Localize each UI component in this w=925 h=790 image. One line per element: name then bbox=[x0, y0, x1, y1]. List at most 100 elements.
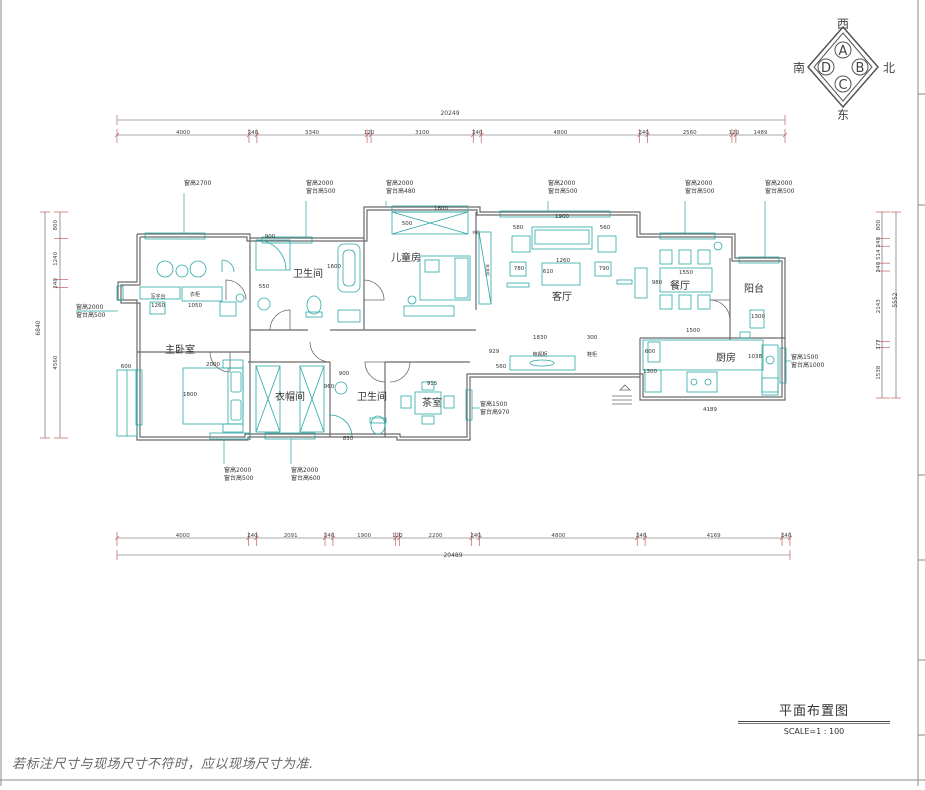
dimension-label: 120 bbox=[364, 130, 375, 136]
svg-text:4189: 4189 bbox=[703, 407, 717, 413]
dimension-label: 2200 bbox=[428, 533, 442, 539]
window-note-line: 窗高2000 bbox=[548, 179, 575, 187]
dimension-label: 240 bbox=[324, 533, 335, 539]
inner-dimensions: 1800 1900 580 560 1260 780 790 610 1550 … bbox=[121, 206, 766, 442]
dimension-label: 240 bbox=[638, 130, 649, 136]
compass-letter-d-circle bbox=[817, 58, 835, 76]
window-note-line: 窗高2000 bbox=[76, 303, 103, 311]
room-label-tea: 茶室 bbox=[422, 396, 442, 409]
compass-south: 南 bbox=[793, 60, 805, 75]
dimension-label: 240 bbox=[472, 130, 483, 136]
dimension-label: 1900 bbox=[357, 533, 371, 539]
title-underline-thin bbox=[738, 723, 890, 724]
dimension-label: 4000 bbox=[176, 130, 190, 136]
svg-text:850: 850 bbox=[343, 436, 354, 442]
compass-letter-a-circle bbox=[834, 41, 852, 59]
dimension-label: 120 bbox=[392, 533, 403, 539]
window-note-line: 窗高2000 bbox=[386, 179, 413, 187]
dimension-label: 1240 bbox=[53, 251, 59, 265]
svg-text:560: 560 bbox=[496, 364, 507, 370]
svg-text:929: 929 bbox=[489, 349, 500, 355]
svg-text:550: 550 bbox=[259, 284, 270, 290]
window-note-line: 窗台高500 bbox=[76, 311, 106, 319]
dimension-label: 4560 bbox=[53, 355, 59, 369]
top-overall-dim: 20249 bbox=[440, 110, 459, 117]
dimension-label: 2143 bbox=[876, 299, 882, 313]
dimension-label: 4800 bbox=[553, 130, 567, 136]
compass-letter-c: C bbox=[838, 78, 847, 93]
room-label-living: 客厅 bbox=[552, 290, 572, 303]
svg-text:780: 780 bbox=[514, 266, 525, 272]
window-note-line: 窗高2000 bbox=[224, 466, 251, 474]
windows bbox=[116, 205, 787, 440]
compass-letter-a: A bbox=[839, 44, 848, 59]
dimension-label: 4169 bbox=[707, 533, 721, 539]
dimension-label: 514 bbox=[876, 249, 882, 260]
room-label-master: 主卧室 bbox=[165, 343, 195, 356]
compass-north: 北 bbox=[883, 61, 895, 75]
dimension-label: 4800 bbox=[551, 533, 565, 539]
dimension-label: 3340 bbox=[305, 130, 319, 136]
svg-text:300: 300 bbox=[587, 335, 598, 341]
title-underline bbox=[738, 721, 890, 722]
window-note-line: 窗高2700 bbox=[184, 179, 211, 187]
window-note-line: 窗台高970 bbox=[480, 408, 510, 416]
svg-text:1900: 1900 bbox=[555, 214, 569, 220]
compass-west: 西 bbox=[837, 17, 849, 31]
compass-letter-b: B bbox=[856, 61, 865, 76]
dimension-label: 240 bbox=[247, 533, 258, 539]
dimension-label: 800 bbox=[876, 219, 882, 230]
svg-text:500: 500 bbox=[402, 221, 413, 227]
furniture bbox=[116, 211, 779, 438]
dimension-label: 2560 bbox=[683, 130, 697, 136]
dimension-label: 240 bbox=[876, 261, 882, 272]
dimension-label: 240 bbox=[876, 237, 882, 248]
svg-text:1300: 1300 bbox=[751, 314, 765, 320]
compass: A B C D 西 东 南 北 bbox=[793, 17, 895, 122]
window-note-line: 窗台高500 bbox=[306, 187, 336, 195]
dimension-label: 240 bbox=[636, 533, 647, 539]
window-note-line: 窗高1500 bbox=[791, 353, 818, 361]
room-label-wardrobe: 衣帽间 bbox=[275, 390, 305, 403]
label-shoe-cabinet: 鞋柜 bbox=[587, 351, 597, 358]
drawing-title: 平面布置图 bbox=[778, 704, 849, 719]
dimension-label: 3100 bbox=[415, 130, 429, 136]
room-label-bath1: 卫生间 bbox=[293, 267, 323, 280]
svg-text:1500: 1500 bbox=[686, 328, 700, 334]
svg-text:1550: 1550 bbox=[679, 270, 693, 276]
compass-east: 东 bbox=[837, 108, 849, 122]
svg-text:610: 610 bbox=[543, 269, 554, 275]
svg-text:1260: 1260 bbox=[556, 258, 570, 264]
window-note-line: 窗高2000 bbox=[765, 179, 792, 187]
window-note-line: 窗台高500 bbox=[548, 187, 578, 195]
svg-text:960: 960 bbox=[324, 384, 335, 390]
dimension-label: 177 bbox=[876, 339, 882, 350]
svg-text:1260: 1260 bbox=[151, 303, 165, 309]
room-label-balcony: 阳台 bbox=[744, 282, 764, 295]
svg-text:1800: 1800 bbox=[183, 392, 197, 398]
walls bbox=[117, 206, 786, 441]
svg-text:600: 600 bbox=[121, 364, 132, 370]
svg-text:790: 790 bbox=[599, 266, 610, 272]
label-desk: 写字台 bbox=[150, 293, 165, 300]
label-wardrobe-small: 衣柜 bbox=[190, 291, 200, 298]
label-side-cabinet: 玄关柜 bbox=[485, 264, 491, 276]
left-overall-dim: 6840 bbox=[35, 320, 42, 335]
window-note-line: 窗台高500 bbox=[685, 187, 715, 195]
right-overall-dim: 5552 bbox=[892, 292, 899, 307]
dimension-label: 240 bbox=[248, 130, 259, 136]
window-note-line: 窗高2000 bbox=[306, 179, 333, 187]
svg-text:580: 580 bbox=[513, 225, 524, 231]
dimension-label: 4000 bbox=[176, 533, 190, 539]
svg-text:1038: 1038 bbox=[748, 354, 762, 360]
dimension-label: 240 bbox=[53, 278, 59, 289]
dimension-label: 240 bbox=[781, 533, 792, 539]
svg-text:1800: 1800 bbox=[434, 206, 448, 212]
svg-text:1050: 1050 bbox=[188, 303, 202, 309]
svg-text:900: 900 bbox=[265, 234, 276, 240]
